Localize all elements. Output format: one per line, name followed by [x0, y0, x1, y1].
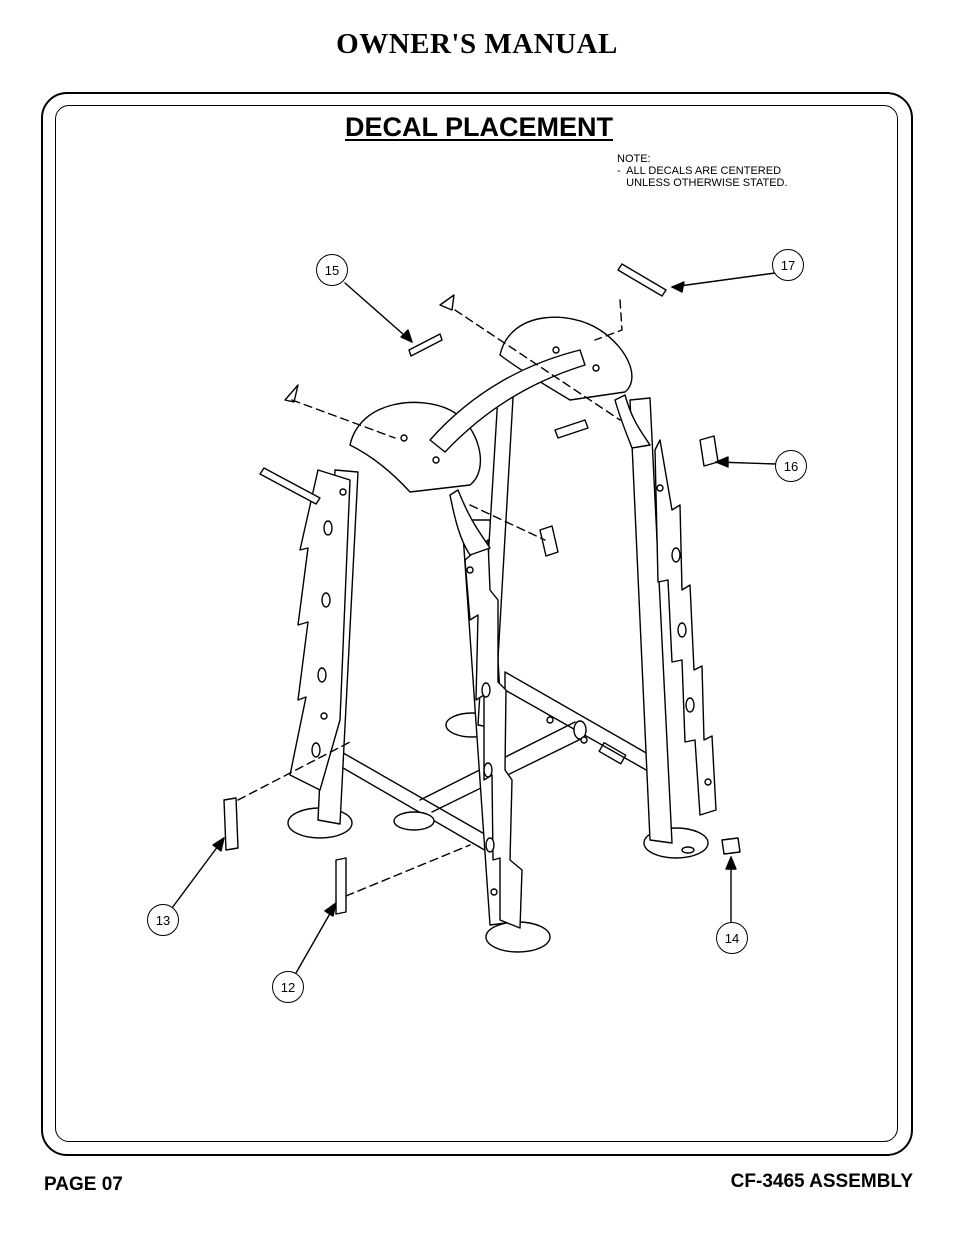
- decal-15: [408, 333, 443, 357]
- leader-lines: [171, 272, 777, 974]
- callout-14: 14: [716, 922, 748, 954]
- callout-16: 16: [775, 450, 807, 482]
- decal-14: [721, 837, 741, 855]
- model-label: CF-3465 ASSEMBLY: [730, 1171, 913, 1192]
- decals: [223, 263, 741, 915]
- page-number: PAGE 07: [44, 1174, 123, 1195]
- placement-lines: [237, 299, 623, 897]
- page-frame-outer: [41, 92, 913, 1156]
- callout-15: 15: [316, 254, 348, 286]
- manual-title: OWNER'S MANUAL: [336, 28, 618, 60]
- callout-17: 17: [772, 249, 804, 281]
- section-title: DECAL PLACEMENT: [345, 112, 614, 142]
- callout-12: 12: [272, 971, 304, 1003]
- decal-12: [335, 857, 347, 915]
- placement-note: NOTE: - ALL DECALS ARE CENTERED UNLESS O…: [617, 153, 788, 189]
- callout-13: 13: [147, 904, 179, 936]
- bolts: [320, 346, 712, 896]
- holder-holes: [311, 520, 695, 853]
- decal-16: [699, 435, 719, 467]
- decal-side: [259, 467, 321, 505]
- decal-13: [223, 797, 239, 851]
- decal-17: [617, 263, 667, 297]
- decal-16b: [539, 525, 559, 557]
- page-frame-inner: [55, 105, 898, 1142]
